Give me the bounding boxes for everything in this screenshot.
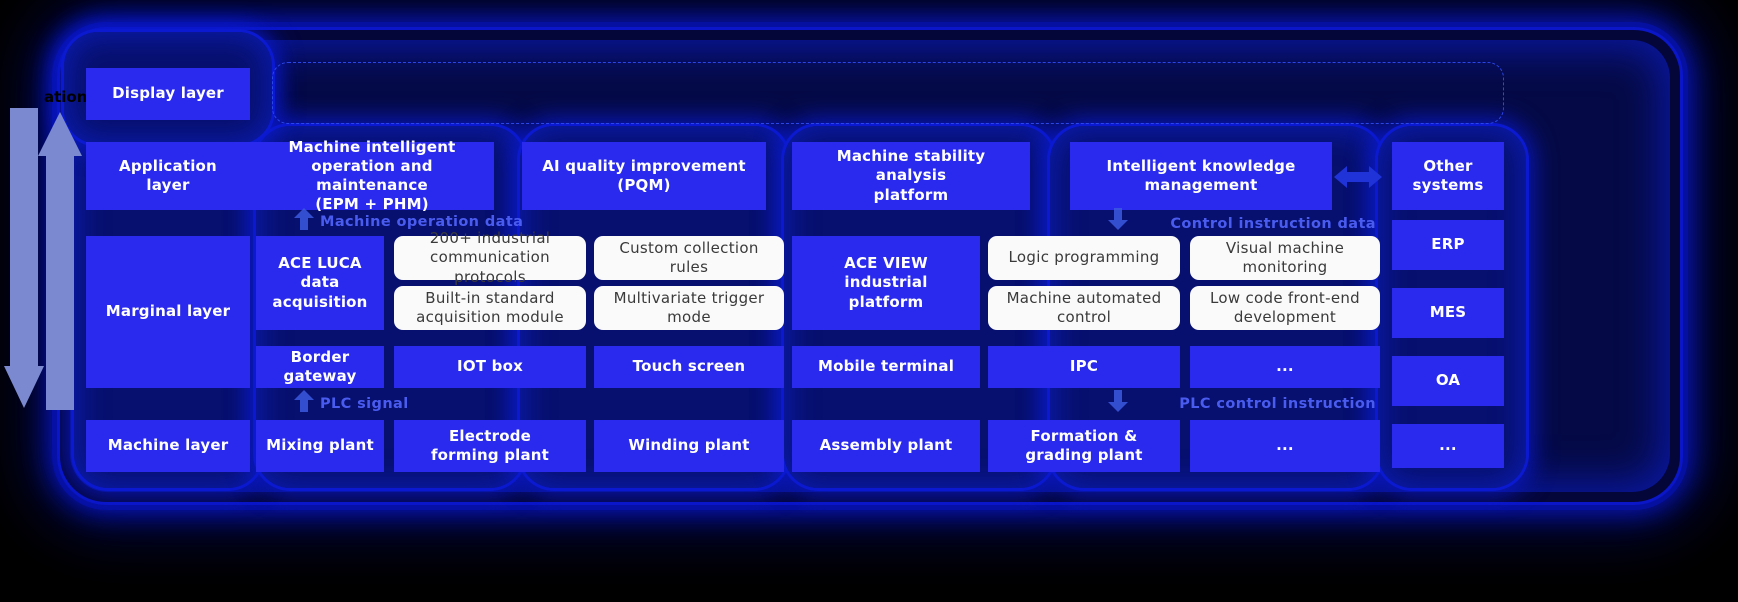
band-machine-operation-data: Machine operation data xyxy=(320,212,720,232)
plant-formation-grading-text: Formation &grading plant xyxy=(1025,426,1143,464)
band-arrow-up-icon-1 xyxy=(294,208,314,230)
band-arrow-up-icon-2 xyxy=(294,390,314,412)
display-layer-dashed-region xyxy=(272,62,1504,124)
external-system-oa-text: OA xyxy=(1435,371,1461,390)
external-system-mes[interactable]: MES xyxy=(1392,288,1504,338)
device-iot-box-text: IOT box xyxy=(457,357,523,376)
app-card-pqm-text: AI quality improvement(PQM) xyxy=(542,156,746,194)
device-ipc[interactable]: IPC xyxy=(988,346,1180,388)
layer-label-display[interactable]: Display layer xyxy=(86,68,250,120)
plant-assembly-text: Assembly plant xyxy=(819,436,953,455)
band-arrow-down-icon-1 xyxy=(1108,208,1128,230)
left-arrow-down-icon xyxy=(4,108,44,408)
device-ipc-text: IPC xyxy=(1069,357,1099,376)
external-system-more-text: ... xyxy=(1439,436,1457,455)
app-card-pqm[interactable]: AI quality improvement(PQM) xyxy=(522,142,766,210)
layer-label-display-text: Display layer xyxy=(112,84,224,103)
band-machine-operation-data-text: Machine operation data xyxy=(320,214,524,230)
device-more[interactable]: ... xyxy=(1190,346,1380,388)
plant-assembly[interactable]: Assembly plant xyxy=(792,420,980,472)
device-touch-screen[interactable]: Touch screen xyxy=(594,346,784,388)
device-touch-screen-text: Touch screen xyxy=(632,357,746,376)
plant-more[interactable]: ... xyxy=(1190,420,1380,472)
external-system-erp-text: ERP xyxy=(1431,235,1465,254)
plant-more-text: ... xyxy=(1276,436,1294,455)
external-system-mes-text: MES xyxy=(1429,303,1467,322)
external-system-more[interactable]: ... xyxy=(1392,424,1504,468)
layer-label-marginal[interactable]: Marginal layer xyxy=(86,236,250,388)
device-mobile-terminal[interactable]: Mobile terminal xyxy=(792,346,980,388)
plant-mixing-text: Mixing plant xyxy=(266,436,374,455)
interop-arrow-left-right-icon xyxy=(1334,166,1382,188)
feature-logic-programming-text: Logic programming xyxy=(1008,248,1160,267)
band-plc-signal: PLC signal xyxy=(320,394,620,414)
device-mobile-terminal-text: Mobile terminal xyxy=(817,357,955,376)
band-arrow-down-icon-2 xyxy=(1108,390,1128,412)
left-partial-label: ation xyxy=(44,88,88,106)
plant-winding[interactable]: Winding plant xyxy=(594,420,784,472)
device-more-text: ... xyxy=(1276,357,1294,376)
layer-label-marginal-text: Marginal layer xyxy=(105,302,231,321)
external-system-erp[interactable]: ERP xyxy=(1392,220,1504,270)
plant-formation-grading[interactable]: Formation &grading plant xyxy=(988,420,1180,472)
external-system-oa[interactable]: OA xyxy=(1392,356,1504,406)
device-iot-box[interactable]: IOT box xyxy=(394,346,586,388)
feature-logic-programming[interactable]: Logic programming xyxy=(988,236,1180,280)
band-plc-control-instruction: PLC control instruction xyxy=(1000,394,1376,414)
layer-label-machine-text: Machine layer xyxy=(107,436,229,455)
device-border-gateway[interactable]: Border gateway xyxy=(256,346,384,388)
band-plc-signal-text: PLC signal xyxy=(320,396,409,412)
left-arrow-up-icon xyxy=(38,112,82,410)
plant-mixing[interactable]: Mixing plant xyxy=(256,420,384,472)
layer-label-machine[interactable]: Machine layer xyxy=(86,420,250,472)
band-control-instruction-data: Control instruction data xyxy=(1000,214,1376,234)
plant-winding-text: Winding plant xyxy=(628,436,750,455)
band-plc-control-instruction-text: PLC control instruction xyxy=(1179,396,1376,412)
band-control-instruction-data-text: Control instruction data xyxy=(1170,216,1376,232)
device-border-gateway-text: Border gateway xyxy=(283,347,357,385)
